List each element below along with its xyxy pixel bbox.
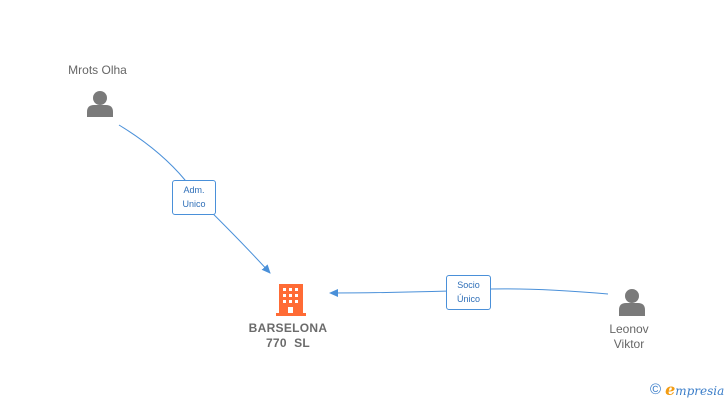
company-name[interactable]: BARSELONA 770 SL: [230, 321, 346, 351]
person-name-leonov-viktor[interactable]: Leonov Viktor: [595, 322, 663, 352]
building-icon[interactable]: [276, 284, 306, 316]
person-name-line1: Leonov: [609, 322, 649, 336]
copyright-icon: ©: [650, 381, 662, 398]
empresia-logo[interactable]: empresia: [665, 380, 724, 399]
edge-label-adm-unico: Adm. Unico: [172, 180, 216, 215]
edge-label-line2: Unico: [182, 199, 206, 209]
edge-label-line1: Adm.: [183, 185, 205, 195]
brand-first-letter: e: [665, 380, 676, 399]
person-icon[interactable]: [619, 289, 645, 316]
brand-rest: mpresia: [675, 384, 725, 398]
person-icon[interactable]: [87, 91, 113, 117]
person-name-mrots-olha[interactable]: Mrots Olha: [68, 63, 127, 77]
footer-brand: © empresia: [650, 380, 724, 399]
company-name-line2: 770 SL: [265, 336, 311, 350]
edge-label-line2: Único: [456, 294, 480, 304]
company-name-line1: BARSELONA: [248, 321, 328, 335]
edge-label-socio-unico: Socio Único: [446, 275, 491, 310]
edge-label-line1: Socio: [457, 280, 480, 290]
person-name-line2: Viktor: [613, 337, 645, 351]
